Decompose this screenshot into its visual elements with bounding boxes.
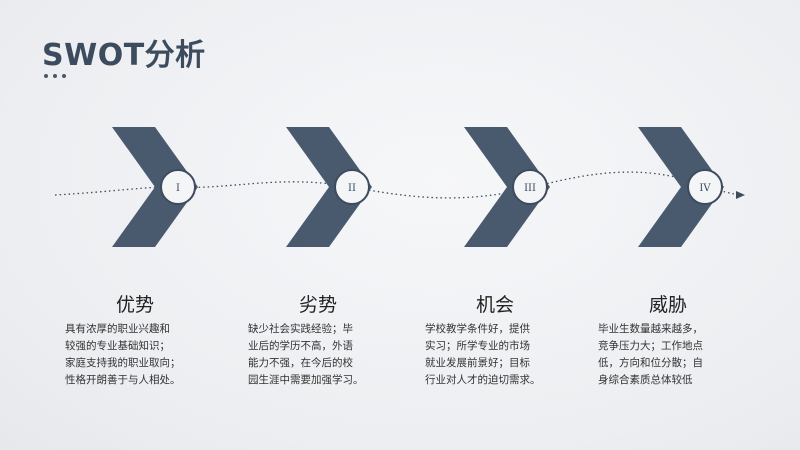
stage-description: 毕业生数量越来越多， 竞争压力大；工作地点 低，方向和位分散；自 身综合素质总体… bbox=[598, 323, 703, 386]
stage-circle bbox=[160, 169, 196, 205]
chevron-shape bbox=[638, 127, 724, 247]
stage-number: II bbox=[348, 183, 356, 194]
dot bbox=[53, 74, 57, 78]
stage-heading: 机会 bbox=[475, 294, 514, 316]
stage-description: 学校教学条件好，提供 实习；所学专业的市场 就业发展前景好；目标 行业对人才的迫… bbox=[425, 323, 541, 386]
chevron-shape bbox=[286, 127, 372, 247]
stage-number: III bbox=[524, 183, 536, 194]
chevron-shape bbox=[112, 127, 198, 247]
page-title: SWOT分析 bbox=[42, 38, 206, 73]
stage-node-3: III bbox=[464, 127, 550, 247]
dot bbox=[62, 74, 66, 78]
title-dots-decoration bbox=[44, 74, 66, 78]
stage-description: 缺少社会实践经验；毕 业后的学历不高，外语 能力不强，在今后的校 园生涯中需要加… bbox=[248, 323, 364, 386]
chevron-shape bbox=[464, 127, 550, 247]
stage-circle bbox=[334, 169, 370, 205]
stage-node-1: I bbox=[112, 127, 198, 247]
stage-heading: 劣势 bbox=[298, 294, 337, 316]
stage-number: IV bbox=[699, 183, 711, 194]
arrow-head bbox=[736, 191, 745, 199]
stage-circle bbox=[687, 169, 723, 205]
threats-section: 威胁 毕业生数量越来越多， 竞争压力大；工作地点 低，方向和位分散；自 身综合素… bbox=[598, 290, 738, 389]
stage-description: 具有浓厚的职业兴趣和 较强的专业基础知识； 家庭支持我的职业取向； 性格开朗善于… bbox=[65, 323, 181, 386]
stage-node-4: IV bbox=[638, 127, 724, 247]
stage-heading: 优势 bbox=[115, 294, 154, 316]
strengths-section: 优势 具有浓厚的职业兴趣和 较强的专业基础知识； 家庭支持我的职业取向； 性格开… bbox=[65, 290, 205, 389]
opportunities-section: 机会 学校教学条件好，提供 实习；所学专业的市场 就业发展前景好；目标 行业对人… bbox=[425, 290, 565, 389]
stage-circle bbox=[512, 169, 548, 205]
stage-heading: 威胁 bbox=[648, 294, 687, 316]
stage-number: I bbox=[176, 183, 180, 194]
dotted-wave-path bbox=[54, 171, 743, 199]
dot bbox=[44, 74, 48, 78]
stage-node-2: II bbox=[286, 127, 372, 247]
weaknesses-section: 劣势 缺少社会实践经验；毕 业后的学历不高，外语 能力不强，在今后的校 园生涯中… bbox=[248, 290, 388, 389]
